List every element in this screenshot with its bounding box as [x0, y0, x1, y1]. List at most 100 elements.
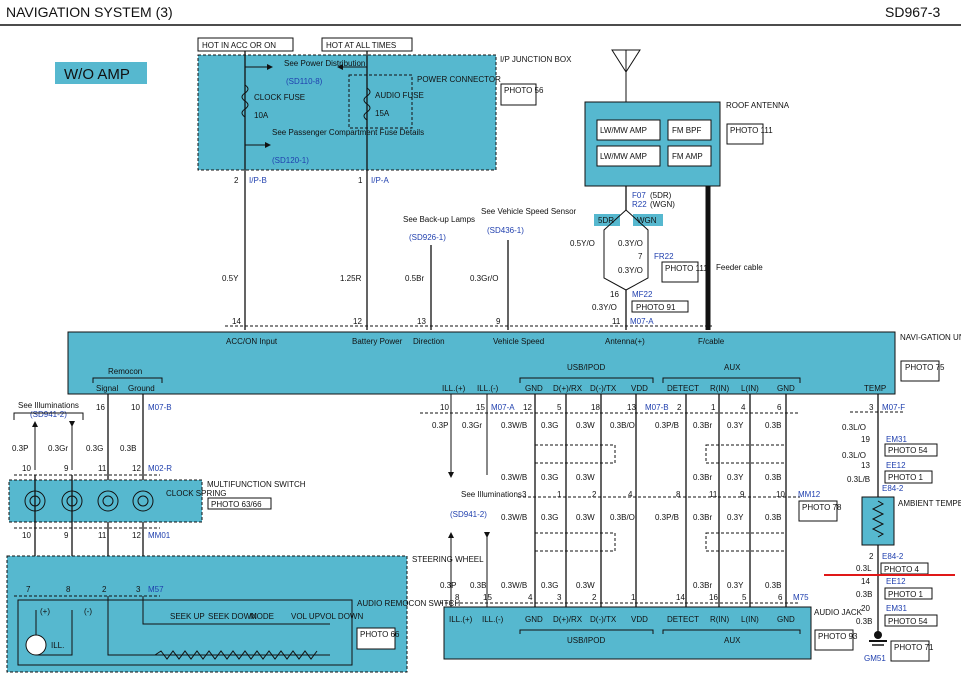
antenna-5dr-wire: [603, 209, 627, 291]
roof-antenna-name: ROOF ANTENNA: [726, 101, 790, 110]
fr22-pin: 7: [638, 252, 643, 261]
mfs-name: MULTIFUNCTION SWITCH: [207, 480, 306, 489]
jack-wire-0: 0.3P: [440, 581, 456, 590]
audio-jack-name: AUDIO JACK: [814, 608, 863, 617]
mm12-pin-2: 2: [592, 490, 597, 499]
audio-remocon-photo: PHOTO 66: [360, 630, 400, 639]
audio-jack-photo-box: [814, 629, 854, 651]
clock-fuse-amp: 10A: [254, 111, 269, 120]
jack-pin-1: 15: [483, 593, 492, 602]
fm-amp-label: FM AMP: [672, 152, 703, 161]
m02r-conn: M02-R: [148, 464, 172, 473]
jack-detect: DETECT: [667, 615, 699, 624]
clock-fuse-label: CLOCK FUSE: [254, 93, 305, 102]
antenna-conn-f07-note: (5DR): [650, 191, 672, 200]
usb-bracket: [519, 377, 654, 383]
page-title: NAVIGATION SYSTEM (3): [6, 4, 173, 20]
right-wire-5: 0.3B: [856, 590, 872, 599]
thermistor-symbol: [871, 500, 885, 538]
mid2-wire-03g: 0.3G: [541, 473, 558, 482]
mm12-pin-4: 8: [676, 490, 681, 499]
clock-spring-coil-3: [97, 490, 119, 512]
passenger-label: See Passenger Compartment Fuse Details: [272, 128, 424, 137]
nav-photo: PHOTO 75: [905, 363, 945, 372]
seek-up: SEEK UP: [170, 612, 205, 621]
ee12b-photo-box: [884, 587, 933, 600]
ill-lamp-wire: [35, 610, 73, 656]
wo-amp-badge: [55, 62, 147, 84]
hot-all-label: HOT AT ALL TIMES: [326, 41, 396, 50]
mid3-wire-03w: 0.3W: [576, 513, 595, 522]
jack-ill-minus: ILL.(-): [482, 615, 504, 624]
wire-05br: 0.5Br: [405, 274, 424, 283]
jack-wire-5: 0.3Br: [693, 581, 712, 590]
clock-spring-coil-4-inner: [137, 495, 149, 507]
switch-ladder: [107, 596, 330, 656]
em31-photo-box: [884, 443, 938, 457]
mm12-pin-6: 9: [740, 490, 745, 499]
jack-wire-1: 0.3B: [470, 581, 486, 590]
backup-ref-label: See Back-up Lamps: [403, 215, 475, 224]
mid-conn-m07a: M07-A: [491, 403, 515, 412]
mid-pin-13: 13: [627, 403, 636, 412]
nav-ill-minus: ILL.(-): [477, 384, 499, 393]
ground-icon: [874, 631, 882, 639]
jack-pin-6: 14: [676, 593, 685, 602]
jack-wire-7: 0.3B: [765, 581, 781, 590]
mid-pin-4: 4: [741, 403, 746, 412]
audio-fuse-label: AUDIO FUSE: [375, 91, 424, 100]
clock-spring-coil-4: [132, 490, 154, 512]
mid-wire-03gr: 0.3Gr: [462, 421, 482, 430]
jack-pin-9: 6: [778, 593, 783, 602]
nav-lin: L(IN): [741, 384, 759, 393]
passenger-ref: (SD120-1): [272, 156, 309, 165]
nav-antenna: Antenna(+): [605, 337, 645, 346]
mid-wire-03pb: 0.3P/B: [655, 421, 679, 430]
mid-pin-1: 1: [711, 403, 716, 412]
mm01-pin-9: 9: [64, 531, 69, 540]
right-em31: EM31: [886, 435, 907, 444]
clock-spring-coil-2: [61, 490, 83, 512]
mid-conn-m07b: M07-B: [645, 403, 669, 412]
speed-ref: (SD436-1): [487, 226, 524, 235]
nav-pin-14: 14: [232, 317, 241, 326]
m02r-pin-10: 10: [22, 464, 31, 473]
left-illum-label: See Illuminations: [18, 401, 79, 410]
roof-antenna-photo-box: [726, 123, 764, 145]
mid-illum-label: See Illuminations: [461, 490, 522, 499]
junction-box: [197, 54, 497, 171]
nav-fcable: F/cable: [698, 337, 725, 346]
mid3-wire-03wb: 0.3W/B: [501, 513, 527, 522]
tag-wgn-label: WGN: [637, 216, 657, 225]
mid3-wire-03bo: 0.3B/O: [610, 513, 635, 522]
nav-aux: AUX: [724, 363, 741, 372]
m02r-pin-11: 11: [98, 464, 107, 473]
mm12-pin-7: 10: [776, 490, 785, 499]
clock-fuse-symbol: [241, 84, 249, 118]
seek-down: SEEK DOWN: [208, 612, 257, 621]
clock-spring-coil-3-inner: [102, 495, 114, 507]
antenna-wire-1: 0.5Y/O: [570, 239, 595, 248]
mm12-pin-3: 4: [628, 490, 633, 499]
jack-pin-8: 5: [742, 593, 747, 602]
mid-illum-ref: (SD941-2): [450, 510, 487, 519]
mid-wire-03br: 0.3Br: [693, 421, 712, 430]
fm-bpf-label: FM BPF: [672, 126, 701, 135]
remocon-bracket: [92, 377, 163, 383]
nav-temp: TEMP: [864, 384, 886, 393]
mm12-photo: PHOTO 78: [802, 503, 842, 512]
wire-125r: 1.25R: [340, 274, 362, 283]
mid-wire-03p: 0.3P: [432, 421, 448, 430]
ambient-sensor-label: AMBIENT TEMPERA-TURE SENSOR #2: [898, 499, 961, 508]
remocon-minus: (-): [84, 607, 92, 616]
left-wire-03b: 0.3B: [120, 444, 136, 453]
mid3-wire-03pb: 0.3P/B: [655, 513, 679, 522]
right-em31b: EM31: [886, 604, 907, 613]
hot-acc-label: HOT IN ACC OR ON: [202, 41, 276, 50]
audio-jack-photo: PHOTO 93: [818, 632, 858, 641]
jack-wire-2: 0.3W/B: [501, 581, 527, 590]
usb-shield-2: [534, 532, 616, 552]
right-wire-2: 0.3L/O: [842, 451, 866, 460]
fr22-photo: PHOTO 111: [665, 264, 708, 273]
right-pin-20: 20: [861, 604, 870, 613]
